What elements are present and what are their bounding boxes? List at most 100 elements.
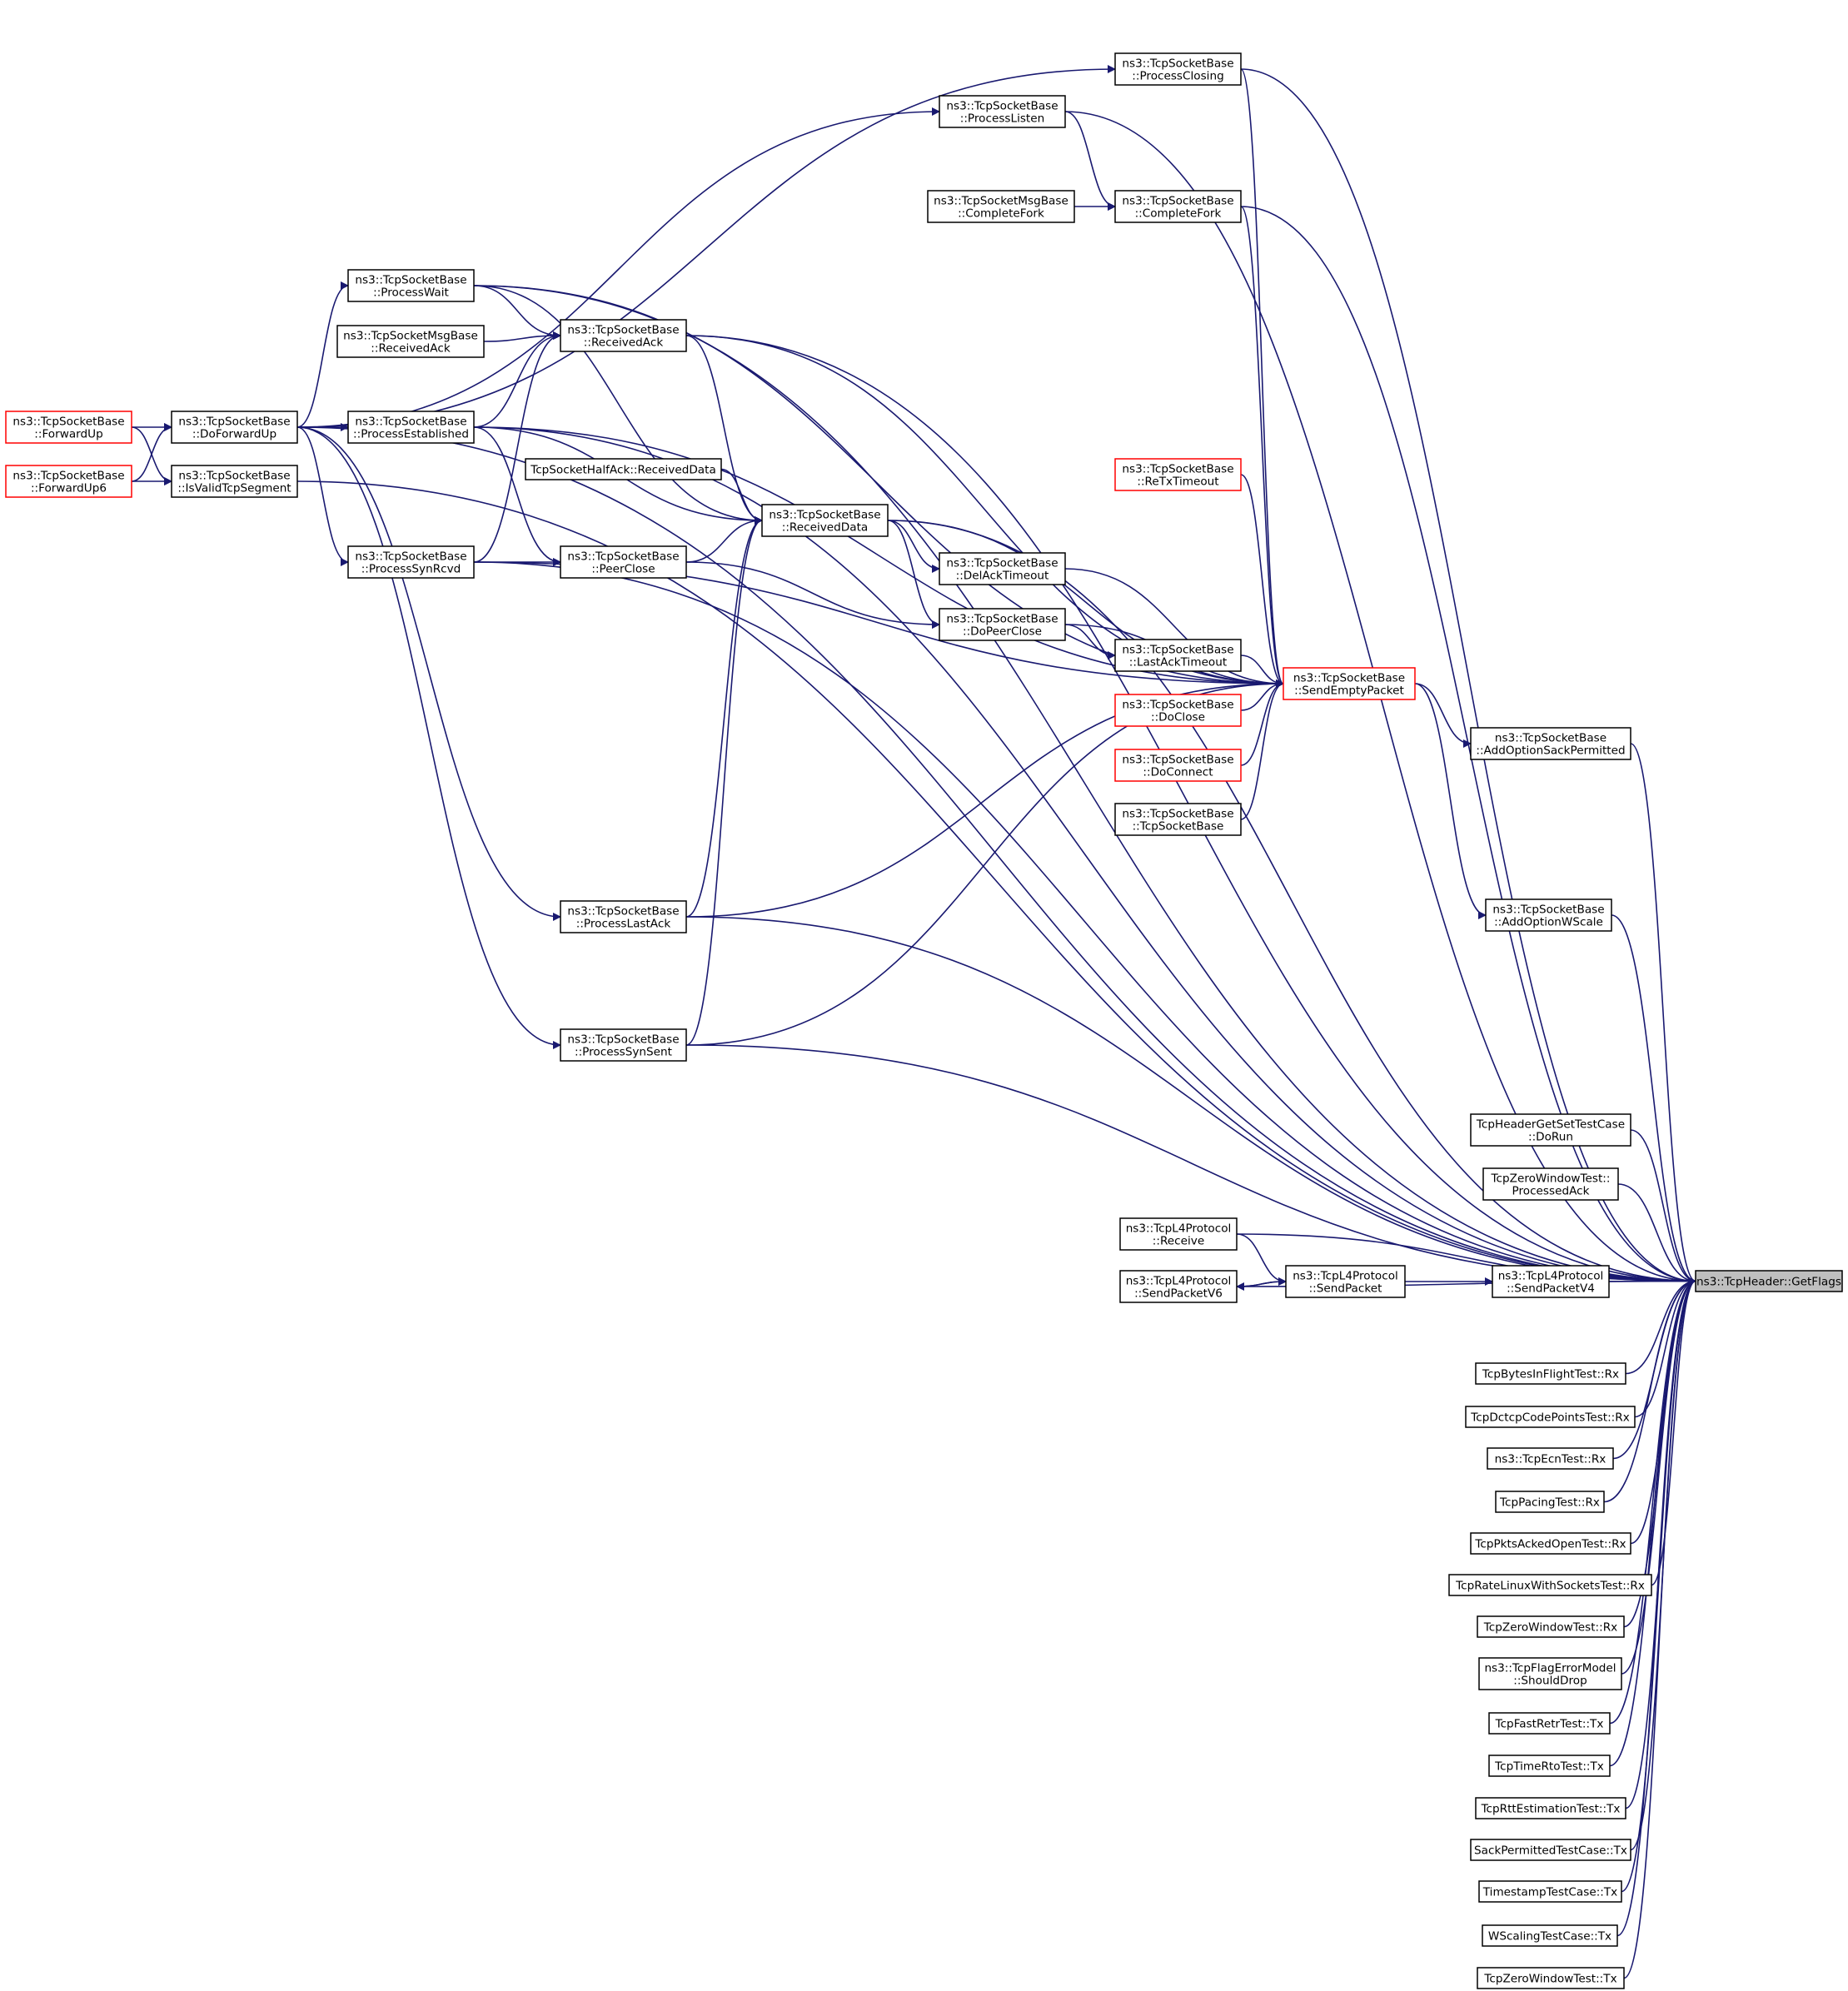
node-l4-send-packet-v6[interactable]: ns3::TcpL4Protocol::SendPacketV6 <box>1119 1270 1238 1303</box>
node-do-connect[interactable]: ns3::TcpSocketBase::DoConnect <box>1114 749 1242 782</box>
edge-do-forward-up-to-process-last-ack <box>296 426 561 921</box>
node-del-ack-timeout[interactable]: ns3::TcpSocketBase::DelAckTimeout <box>939 552 1066 585</box>
node-label: ::ProcessClosing <box>1132 70 1223 83</box>
node-fast-retr-tx[interactable]: TcpFastRetrTest::Tx <box>1488 1712 1611 1735</box>
node-box <box>1285 1265 1406 1298</box>
node-box <box>1470 1839 1631 1861</box>
edge-pacing-rx-to-get-flags <box>1603 1277 1696 1503</box>
node-label: TcpTimeRtoTest::Tx <box>1494 1760 1604 1774</box>
node-flag-error-should-drop[interactable]: ns3::TcpFlagErrorModel::ShouldDrop <box>1478 1657 1622 1690</box>
node-do-forward-up[interactable]: ns3::TcpSocketBase::DoForwardUp <box>171 411 298 444</box>
node-do-peer-close[interactable]: ns3::TcpSocketBase::DoPeerClose <box>939 608 1066 641</box>
node-pacing-rx[interactable]: TcpPacingTest::Rx <box>1495 1491 1605 1513</box>
node-label: ns3::TcpSocketBase <box>1122 195 1233 208</box>
node-msg-received-ack[interactable]: ns3::TcpSocketMsgBase::ReceivedAck <box>336 325 485 358</box>
node-zero-window-processed-ack[interactable]: TcpZeroWindowTest::ProcessedAck <box>1482 1167 1619 1201</box>
node-label: ns3::TcpL4Protocol <box>1126 1275 1232 1288</box>
node-label: ::IsValidTcpSegment <box>177 482 291 495</box>
edge-add-option-sack-permitted-to-get-flags <box>1630 743 1696 1286</box>
node-box <box>1119 1217 1238 1251</box>
node-box <box>1119 1270 1238 1303</box>
node-process-wait[interactable]: ns3::TcpSocketBase::ProcessWait <box>347 269 475 302</box>
node-label: ::ProcessLastAck <box>576 918 671 931</box>
node-tcp-socket-base[interactable]: ns3::TcpSocketBase::TcpSocketBase <box>1114 803 1242 836</box>
node-rate-linux-rx[interactable]: TcpRateLinuxWithSocketsTest::Rx <box>1448 1574 1652 1596</box>
node-label: ::DoPeerClose <box>963 625 1042 639</box>
edge-process-syn-sent-to-send-empty-packet <box>685 679 1284 1046</box>
node-process-listen[interactable]: ns3::TcpSocketBase::ProcessListen <box>939 95 1066 128</box>
node-process-last-ack[interactable]: ns3::TcpSocketBase::ProcessLastAck <box>560 900 687 933</box>
node-do-close[interactable]: ns3::TcpSocketBase::DoClose <box>1114 694 1242 727</box>
edge-process-established-to-peer-close <box>473 426 561 566</box>
node-label: ns3::TcpSocketBase <box>946 100 1058 113</box>
node-label: ::ReTxTimeout <box>1137 475 1218 489</box>
node-is-valid-tcp-segment[interactable]: ns3::TcpSocketBase::IsValidTcpSegment <box>171 465 298 498</box>
edge-dctcp-rx-to-get-flags <box>1634 1277 1696 1418</box>
node-received-data[interactable]: ns3::TcpSocketBase::ReceivedData <box>761 504 889 537</box>
node-peer-close[interactable]: ns3::TcpSocketBase::PeerClose <box>560 545 687 579</box>
node-label: ns3::TcpSocketBase <box>355 416 466 429</box>
node-forward-up6[interactable]: ns3::TcpSocketBase::ForwardUp6 <box>5 465 132 498</box>
node-pkts-acked-rx[interactable]: TcpPktsAckedOpenTest::Rx <box>1470 1532 1631 1555</box>
node-box <box>1114 458 1242 491</box>
node-label: ::SendPacket <box>1309 1282 1382 1296</box>
node-label: ::DoRun <box>1528 1131 1573 1144</box>
edge-l4-receive-to-l4-send-packet <box>1236 1233 1287 1286</box>
node-zero-window-rx[interactable]: TcpZeroWindowTest::Rx <box>1477 1615 1625 1638</box>
node-label: ns3::TcpSocketBase <box>567 550 679 564</box>
node-box <box>171 465 298 498</box>
node-label: TcpBytesInFlightTest::Rx <box>1482 1368 1619 1381</box>
edge-send-empty-packet-to-add-option-sack-permitted <box>1414 683 1472 748</box>
node-bytes-in-flight-rx[interactable]: TcpBytesInFlightTest::Rx <box>1475 1362 1626 1385</box>
node-dctcp-rx[interactable]: TcpDctcpCodePointsTest::Rx <box>1465 1406 1636 1428</box>
node-process-syn-sent[interactable]: ns3::TcpSocketBase::ProcessSynSent <box>560 1028 687 1062</box>
node-label: ::ForwardUp6 <box>31 482 107 495</box>
node-re-tx-timeout[interactable]: ns3::TcpSocketBase::ReTxTimeout <box>1114 458 1242 491</box>
node-label: TcpZeroWindowTest:: <box>1491 1172 1611 1186</box>
node-box <box>927 190 1075 223</box>
node-box <box>1448 1574 1652 1596</box>
edge-half-ack-received-data-to-received-data <box>720 468 763 525</box>
node-label: ns3::TcpSocketBase <box>1122 644 1233 657</box>
node-label: ns3::TcpSocketBase <box>567 324 679 337</box>
node-label: ns3::TcpSocketBase <box>1122 754 1233 767</box>
node-box <box>939 552 1066 585</box>
node-msg-complete-fork[interactable]: ns3::TcpSocketMsgBase::CompleteFork <box>927 190 1075 223</box>
node-ecn-rx[interactable]: ns3::TcpEcnTest::Rx <box>1487 1447 1614 1470</box>
node-add-option-wscale[interactable]: ns3::TcpSocketBase::AddOptionWScale <box>1485 898 1612 932</box>
node-forward-up[interactable]: ns3::TcpSocketBase::ForwardUp <box>5 411 132 444</box>
edge-do-forward-up-to-process-syn-rcvd <box>296 426 349 566</box>
node-label: ::ForwardUp <box>34 428 102 441</box>
node-box <box>761 504 889 537</box>
node-label: ::ReceivedAck <box>584 336 664 350</box>
node-header-get-set-do-run[interactable]: TcpHeaderGetSetTestCase::DoRun <box>1470 1113 1631 1147</box>
node-sack-permitted-tx[interactable]: SackPermittedTestCase::Tx <box>1470 1839 1631 1861</box>
node-send-empty-packet[interactable]: ns3::TcpSocketBase::SendEmptyPacket <box>1283 667 1416 700</box>
node-box <box>1470 1532 1631 1555</box>
node-last-ack-timeout[interactable]: ns3::TcpSocketBase::LastAckTimeout <box>1114 639 1242 672</box>
node-box <box>1485 898 1612 932</box>
edge-do-forward-up-to-process-listen <box>296 107 940 428</box>
node-received-ack[interactable]: ns3::TcpSocketBase::ReceivedAck <box>560 319 687 352</box>
edge-received-ack-to-received-data <box>685 335 763 525</box>
node-half-ack-received-data[interactable]: TcpSocketHalfAck::ReceivedData <box>525 458 722 480</box>
node-rtt-estimation-tx[interactable]: TcpRttEstimationTest::Tx <box>1475 1797 1626 1819</box>
node-zero-window-tx[interactable]: TcpZeroWindowTest::Tx <box>1477 1967 1625 1989</box>
node-l4-send-packet[interactable]: ns3::TcpL4Protocol::SendPacket <box>1285 1265 1406 1298</box>
edge-peer-close-to-received-data <box>685 516 763 563</box>
node-add-option-sack-permitted[interactable]: ns3::TcpSocketBase::AddOptionSackPermitt… <box>1470 727 1631 760</box>
node-process-closing[interactable]: ns3::TcpSocketBase::ProcessClosing <box>1114 52 1242 86</box>
node-timestamp-tx[interactable]: TimestampTestCase::Tx <box>1478 1880 1622 1903</box>
node-process-established[interactable]: ns3::TcpSocketBase::ProcessEstablished <box>347 411 475 444</box>
node-process-syn-rcvd[interactable]: ns3::TcpSocketBase::ProcessSynRcvd <box>347 545 475 579</box>
node-l4-send-packet-v4[interactable]: ns3::TcpL4Protocol::SendPacketV4 <box>1492 1265 1610 1298</box>
node-wscaling-tx[interactable]: WScalingTestCase::Tx <box>1482 1924 1618 1947</box>
node-get-flags[interactable]: ns3::TcpHeader::GetFlags <box>1695 1270 1843 1292</box>
edge-header-get-set-do-run-to-get-flags <box>1630 1129 1696 1286</box>
node-l4-receive[interactable]: ns3::TcpL4Protocol::Receive <box>1119 1217 1238 1251</box>
node-complete-fork[interactable]: ns3::TcpSocketBase::CompleteFork <box>1114 190 1242 223</box>
node-box <box>347 269 475 302</box>
node-time-rto-tx[interactable]: TcpTimeRtoTest::Tx <box>1488 1755 1611 1777</box>
node-label: TcpPktsAckedOpenTest::Rx <box>1474 1538 1626 1551</box>
node-label: ProcessedAck <box>1512 1185 1590 1198</box>
